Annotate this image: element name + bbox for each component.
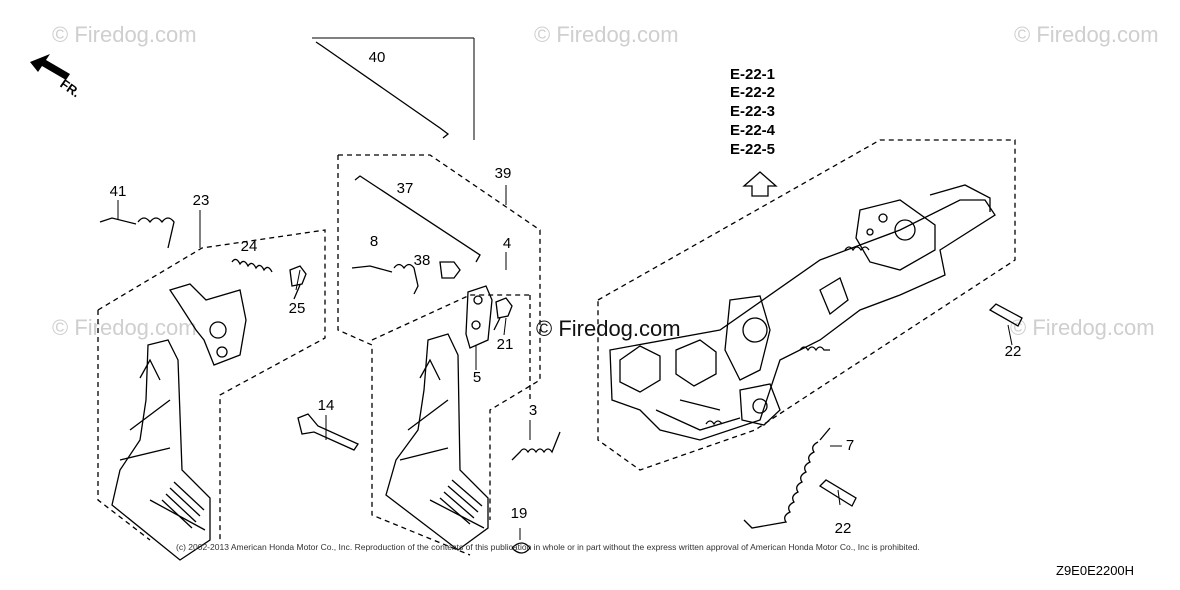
assembly-outline-39 bbox=[337, 154, 541, 556]
part-callout[interactable]: 19 bbox=[510, 505, 528, 522]
leader-lines bbox=[117, 37, 1013, 540]
clip-19 bbox=[511, 542, 531, 554]
part-callout[interactable]: 25 bbox=[288, 300, 306, 317]
part-callout[interactable]: 39 bbox=[494, 165, 512, 182]
part-callout[interactable]: 14 bbox=[317, 397, 335, 414]
assembly-outline-23 bbox=[97, 229, 326, 541]
diagram-code: Z9E0E2200H bbox=[1056, 563, 1135, 578]
copyright-notice: (c) 2002-2013 American Honda Motor Co., … bbox=[176, 542, 920, 552]
bolt-22-lower bbox=[818, 479, 857, 507]
pedal-center bbox=[385, 333, 489, 551]
spring-8 bbox=[351, 263, 419, 295]
reference-page-link[interactable]: E-22-5 bbox=[730, 141, 776, 158]
spring-3 bbox=[511, 431, 561, 461]
spring-41 bbox=[99, 217, 175, 249]
bolt-14 bbox=[297, 413, 359, 451]
bolt-25 bbox=[289, 265, 307, 300]
pedal-left bbox=[111, 339, 211, 561]
part-callout[interactable]: 38 bbox=[413, 252, 431, 269]
part-callout[interactable]: 23 bbox=[192, 192, 210, 209]
part-callout[interactable]: 22 bbox=[1004, 343, 1022, 360]
part-callout[interactable]: 41 bbox=[109, 183, 127, 200]
part-callout[interactable]: 8 bbox=[369, 233, 379, 250]
spring-24 bbox=[231, 258, 273, 273]
bolt-21 bbox=[493, 297, 513, 331]
part-callout[interactable]: 37 bbox=[396, 180, 414, 197]
reference-page-link[interactable]: E-22-2 bbox=[730, 84, 776, 101]
assembly-outline-4 bbox=[371, 294, 531, 400]
pedal-left-treads bbox=[161, 481, 205, 529]
clip-38 bbox=[439, 261, 461, 279]
part-callout[interactable]: 4 bbox=[502, 235, 512, 252]
part-callout[interactable]: 5 bbox=[472, 369, 482, 386]
assembly-outline-e22 bbox=[597, 139, 1016, 471]
spring-7 bbox=[743, 427, 831, 529]
part-callout[interactable]: 7 bbox=[845, 437, 855, 454]
part-callout[interactable]: 3 bbox=[528, 402, 538, 419]
lever-4 bbox=[465, 285, 493, 349]
pedal-center-treads bbox=[439, 479, 483, 525]
part-callout[interactable]: 40 bbox=[368, 49, 386, 66]
rod-40 bbox=[315, 41, 450, 139]
part-callout[interactable]: 22 bbox=[834, 520, 852, 537]
bracket-23 bbox=[168, 283, 247, 366]
reference-up-arrow bbox=[742, 171, 778, 197]
rod-37 bbox=[354, 175, 481, 263]
part-callout[interactable]: 21 bbox=[496, 336, 514, 353]
reference-page-link[interactable]: E-22-4 bbox=[730, 122, 776, 139]
control-frame-assembly bbox=[609, 184, 996, 441]
part-callout[interactable]: 24 bbox=[240, 238, 258, 255]
reference-page-link[interactable]: E-22-1 bbox=[730, 66, 776, 83]
reference-page-link[interactable]: E-22-3 bbox=[730, 103, 776, 120]
center-watermark: © Firedog.com bbox=[536, 316, 681, 341]
bolt-22-upper bbox=[988, 303, 1023, 327]
front-direction-arrow bbox=[30, 54, 70, 80]
